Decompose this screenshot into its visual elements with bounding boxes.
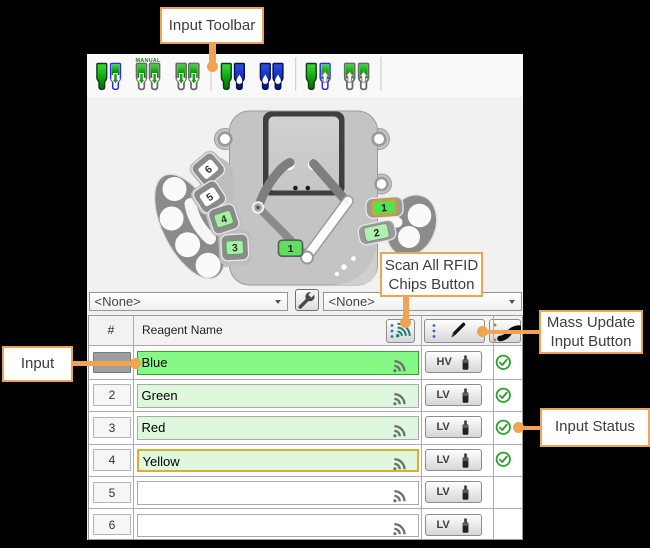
svg-text:1: 1 [288,243,294,255]
svg-text:2: 2 [373,227,381,240]
svg-text:1: 1 [381,202,388,214]
svg-text:MANUAL: MANUAL [135,58,160,64]
svg-text:5: 5 [204,191,216,204]
svg-text:4: 4 [219,213,228,226]
svg-text:3: 3 [232,242,239,254]
